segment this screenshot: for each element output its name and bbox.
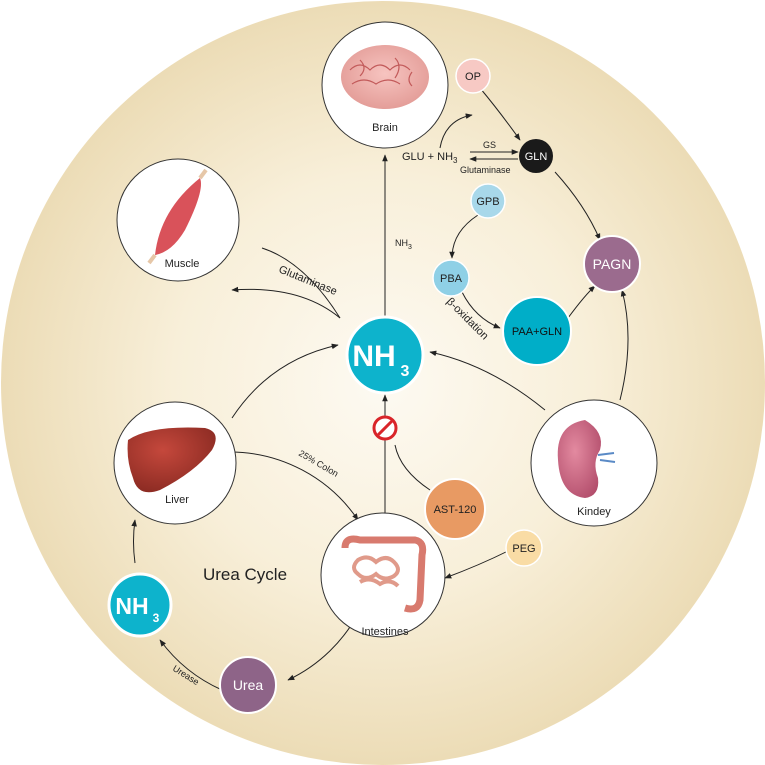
peg-node: PEG <box>505 529 543 567</box>
pagn-label: PAGN <box>593 256 632 272</box>
intestines-organ: Intestines <box>320 512 446 638</box>
op-node: OP <box>455 58 491 94</box>
urea-cycle-ring <box>131 451 361 691</box>
arrow-glu-loop <box>439 113 473 149</box>
urea-node: Urea <box>219 656 277 714</box>
paa-gln-node: PAA+GLN <box>502 296 572 366</box>
paa-gln-label: PAA+GLN <box>512 326 562 338</box>
muscle-icon <box>155 178 201 255</box>
arrow-gln-to-pagn <box>554 171 601 241</box>
kidney-label: Kindey <box>577 506 611 518</box>
peg-label: PEG <box>512 543 535 555</box>
arrow-gpb-to-pba <box>449 214 479 259</box>
small-nh3-sub: 3 <box>153 611 160 625</box>
muscle-organ: Muscle <box>116 158 240 282</box>
brain-label: Brain <box>372 122 398 134</box>
small-nh3: NH 3 <box>107 572 173 638</box>
line-ast120-inhibit <box>394 444 431 491</box>
arrow-peg-to-intestines <box>444 549 511 579</box>
ast120-node: AST-120 <box>424 478 486 540</box>
intestines-icon <box>341 535 427 613</box>
small-nh3-text: NH <box>115 593 148 619</box>
brain-organ: Brain <box>321 21 449 149</box>
urea-label: Urea <box>233 677 264 693</box>
kidney-icon <box>557 420 601 498</box>
gpb-node: GPB <box>470 183 506 219</box>
urea-cycle-label: Urea Cycle <box>203 565 287 584</box>
liver-icon <box>127 427 216 493</box>
ast120-label: AST-120 <box>434 504 477 516</box>
intestines-label: Intestines <box>361 626 409 638</box>
liver-label: Liver <box>165 494 189 506</box>
center-nh3-sub: 3 <box>401 363 410 380</box>
arrow-kidney-to-pagn <box>619 289 629 401</box>
arrow-pba-to-paagln <box>461 291 501 329</box>
pagn-node: PAGN <box>583 235 641 293</box>
pba-node: PBA <box>432 259 470 297</box>
kidney-organ: Kindey <box>530 399 658 527</box>
arrow-op-to-gln <box>479 87 521 141</box>
gpb-label: GPB <box>476 196 499 208</box>
arrow-muscle-glutaminase <box>261 247 341 319</box>
arrow-kidney-to-nh3 <box>429 350 546 411</box>
op-label: OP <box>465 71 481 83</box>
muscle-label: Muscle <box>165 258 200 270</box>
arrows <box>231 87 629 579</box>
brain-icon <box>341 45 429 109</box>
liver-organ: Liver <box>113 401 237 525</box>
gln-node: GLN <box>519 139 553 173</box>
inhibit-icon <box>372 415 398 441</box>
pba-label: PBA <box>440 273 463 285</box>
glu-nh3-label: GLU + NH3 <box>402 151 458 165</box>
glutaminase-top-label: Glutaminase <box>460 165 511 175</box>
arrow-liver-to-nh3 <box>231 343 339 419</box>
arrow-nh3-to-muscle <box>231 286 341 319</box>
center-nh3: NH 3 <box>345 315 425 395</box>
center-nh3-text: NH <box>352 340 395 373</box>
arrow-paagln-to-pagn <box>567 285 596 319</box>
gln-label: GLN <box>525 151 548 163</box>
gs-label: GS <box>483 140 496 150</box>
nh3-edge-label: NH3 <box>395 238 412 251</box>
